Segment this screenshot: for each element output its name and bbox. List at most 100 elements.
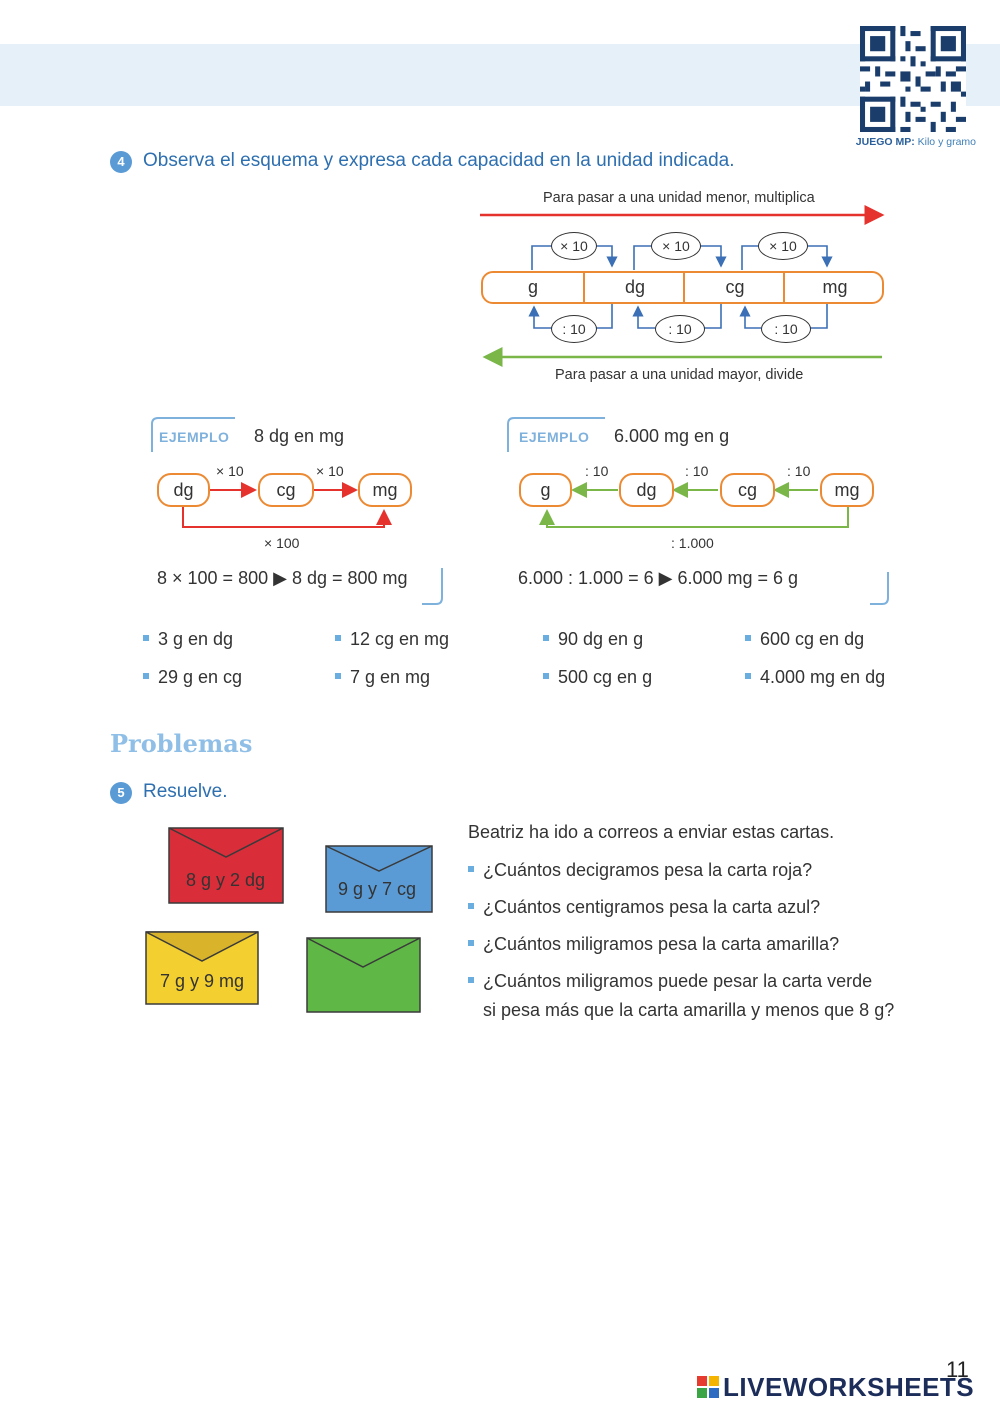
scheme-top-label: Para pasar a una unidad menor, multiplic…	[543, 190, 815, 206]
connector-bottom-1	[595, 303, 613, 329]
bullet-icon	[468, 866, 474, 873]
divide-op-2: : 10	[655, 315, 705, 343]
bullet-icon	[745, 635, 751, 642]
bullet-icon	[335, 635, 341, 642]
example1-bracket	[151, 417, 235, 452]
page-number: 11	[946, 1357, 969, 1382]
bullet-icon	[468, 940, 474, 947]
bullet-icon	[468, 977, 474, 984]
unit-bar: g dg cg mg	[481, 271, 884, 304]
question-item: ¿Cuántos miligramos puede pesar la carta…	[468, 971, 872, 992]
connector-top-1	[531, 245, 552, 270]
example1-bracket-end	[422, 568, 443, 605]
qr-code-graphic	[860, 26, 966, 132]
unit-mg: mg	[783, 273, 885, 302]
example2-bracket-end	[870, 572, 889, 605]
connector-top-3-end	[808, 245, 833, 268]
section-heading: Problemas	[110, 729, 253, 758]
bullet-icon	[143, 635, 149, 642]
example1-unit-mg: mg	[358, 473, 412, 507]
envelope-red	[168, 827, 284, 904]
connector-top-1-end	[595, 245, 618, 268]
bullet-icon	[543, 635, 549, 642]
example2-unit-mg: mg	[820, 473, 874, 507]
example1-unit-dg: dg	[157, 473, 210, 507]
example2-label: EJEMPLO	[519, 429, 590, 445]
exercise-item: 600 cg en dg	[745, 629, 864, 650]
connector-bottom-2	[702, 303, 722, 329]
connector-top-3	[741, 245, 759, 270]
envelope-yellow-label: 7 g y 9 mg	[160, 971, 245, 991]
exercise-item: 12 cg en mg	[335, 629, 449, 650]
divide-op-1: : 10	[551, 315, 597, 343]
example2-unit-g: g	[519, 473, 572, 507]
connector-bottom-1-end	[528, 305, 552, 329]
example1-op-2: × 10	[316, 463, 344, 479]
multiply-op-2: × 10	[651, 232, 701, 260]
exercise-item: 90 dg en g	[543, 629, 643, 650]
exercise-number-badge: 4	[110, 151, 132, 173]
example2-bracket	[507, 417, 605, 452]
envelope-green	[306, 937, 421, 1013]
example1-title: 8 dg en mg	[254, 426, 345, 446]
example1-op-1: × 10	[216, 463, 244, 479]
question-item: ¿Cuántos miligramos pesa la carta amaril…	[468, 934, 839, 955]
unit-dg: dg	[583, 273, 685, 302]
bullet-icon	[335, 673, 341, 680]
exercise-item: 4.000 mg en dg	[745, 667, 885, 688]
exercise-title: Observa el esquema y expresa cada capaci…	[143, 150, 735, 171]
scheme-arrows	[480, 205, 885, 367]
bullet-icon	[468, 903, 474, 910]
header-band	[0, 44, 1000, 106]
example2-op-1: : 10	[585, 463, 609, 479]
example2-frame	[507, 417, 889, 605]
exercise-item: 500 cg en g	[543, 667, 652, 688]
example1-total-op: × 100	[264, 535, 300, 551]
connector-bottom-3	[808, 303, 828, 329]
scheme-bottom-label: Para pasar a una unidad mayor, divide	[555, 367, 804, 383]
example2-op-2: : 10	[685, 463, 709, 479]
qr-caption-text: Kilo y gramo	[917, 136, 976, 148]
example2-calc: 6.000 : 1.000 = 6 ▶ 6.000 mg = 6 g	[518, 568, 799, 588]
question-item-continuation: si pesa más que la carta amarilla y meno…	[483, 1000, 895, 1020]
envelope-blue-label: 9 g y 7 cg	[338, 879, 417, 899]
liveworksheets-logo[interactable]: LIVEWORKSHEETS	[723, 1372, 975, 1402]
liveworksheets-logo-icon	[697, 1376, 719, 1398]
envelope-yellow	[145, 931, 259, 1005]
example1-unit-cg: cg	[258, 473, 314, 507]
example1-frame	[151, 417, 443, 605]
unit-cg: cg	[683, 273, 785, 302]
question-item: ¿Cuántos decigramos pesa la carta roja?	[468, 860, 812, 881]
bullet-icon	[143, 673, 149, 680]
multiply-op-3: × 10	[758, 232, 808, 260]
example2-total-op: : 1.000	[671, 535, 714, 551]
multiply-op-1: × 10	[551, 232, 597, 260]
envelope-blue	[325, 845, 433, 913]
bullet-icon	[543, 673, 549, 680]
qr-caption-bold: JUEGO MP:	[855, 136, 915, 148]
example1-total-arrow	[182, 507, 392, 528]
example1-label: EJEMPLO	[159, 429, 230, 445]
example2-op-3: : 10	[787, 463, 811, 479]
question-item: ¿Cuántos centigramos pesa la carta azul?	[468, 897, 820, 918]
example2-unit-cg: cg	[720, 473, 775, 507]
exercise-item: 3 g en dg	[143, 629, 233, 650]
qr-caption: JUEGO MP: Kilo y gramo	[836, 136, 976, 148]
unit-g: g	[527, 277, 538, 297]
qr-code[interactable]	[860, 26, 966, 132]
example1-calc: 8 × 100 = 800 ▶ 8 dg = 800 mg	[157, 568, 408, 588]
connector-top-2	[633, 245, 652, 270]
exercise-number-badge: 5	[110, 782, 132, 804]
problem-intro: Beatriz ha ido a correos a enviar estas …	[468, 822, 835, 842]
connector-top-2-end	[700, 245, 727, 268]
divide-op-3: : 10	[761, 315, 811, 343]
exercise-title: Resuelve.	[143, 781, 228, 802]
envelope-red-label: 8 g y 2 dg	[186, 870, 266, 890]
bullet-icon	[745, 673, 751, 680]
connector-bottom-3-end	[739, 305, 761, 329]
example2-total-arrow	[539, 507, 849, 528]
example2-unit-dg: dg	[619, 473, 674, 507]
exercise-item: 7 g en mg	[335, 667, 430, 688]
connector-bottom-2-end	[632, 305, 655, 329]
example2-title: 6.000 mg en g	[614, 426, 730, 446]
